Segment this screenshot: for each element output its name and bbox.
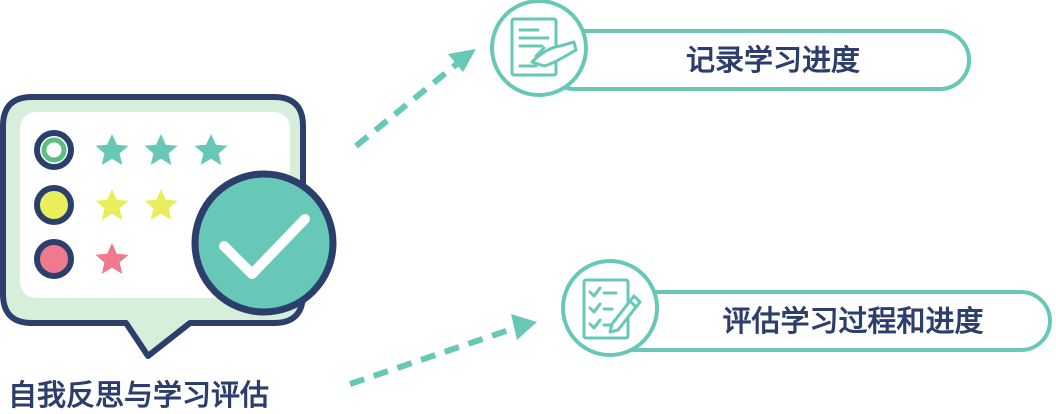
outcome-top-icon-circle [490, 0, 588, 97]
rating-row-yellow [34, 185, 178, 225]
yellow-status-dot [34, 185, 74, 225]
rating-row-pink [34, 239, 129, 279]
outcome-top: 记录学习进度 [490, 0, 971, 97]
outcome-bottom-label: 评估学习过程和进度 [722, 304, 983, 338]
checkmark-badge-circle [191, 170, 337, 316]
green-status-dot-inner [41, 137, 67, 163]
checkmark-badge [191, 170, 337, 316]
pink-status-dot [34, 239, 74, 279]
rating-row-green [34, 130, 228, 170]
arrow-to-top-outcome [354, 49, 476, 149]
arrow-head-icon [448, 49, 476, 72]
bubble-caption: 自我反思与学习评估 [8, 378, 269, 412]
dashed-arrow-line [354, 60, 460, 149]
outcome-top-label: 记录学习进度 [686, 43, 860, 77]
outcome-bottom: 评估学习过程和进度 [561, 259, 1052, 357]
checkmark-icon [219, 214, 310, 279]
document-edit-icon [510, 17, 578, 77]
checklist-pencil-icon [582, 278, 642, 340]
dashed-arrow-line [349, 325, 516, 387]
arrow-head-icon [511, 314, 537, 340]
arrow-to-bottom-outcome [349, 314, 537, 387]
rating-speech-bubble [0, 94, 337, 359]
